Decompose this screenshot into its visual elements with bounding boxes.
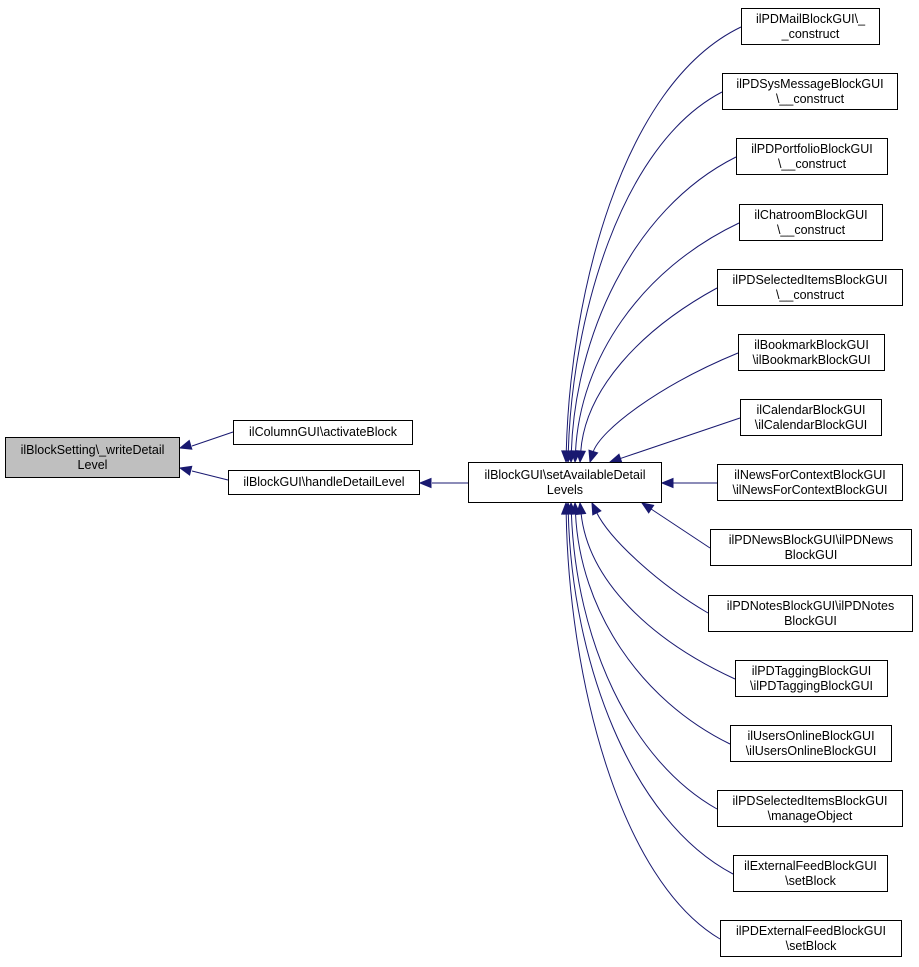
node-label-line1: ilPDMailBlockGUI\_	[755, 11, 866, 26]
edge-caller-9-to-set-available-arrowhead	[591, 501, 602, 516]
edge-caller-5-to-set-available-arrowhead	[588, 449, 599, 464]
edge-caller-13-to-set-available	[567, 512, 734, 875]
node-handle-detail-level[interactable]: ilBlockGUI\handleDetailLevel	[228, 470, 420, 495]
node-calendar-block-gui[interactable]: ilCalendarBlockGUI \ilCalendarBlockGUI	[740, 399, 882, 436]
edge-caller-4-to-set-available	[580, 287, 718, 453]
node-label-line1: ilPDNotesBlockGUI\ilPDNotes	[726, 598, 895, 613]
node-label-line1: ilBlockSetting\_writeDetail	[20, 442, 165, 457]
node-label-line2: BlockGUI	[784, 613, 837, 628]
edge-caller-5-to-set-available	[592, 352, 739, 453]
node-label-line1: ilUsersOnlineBlockGUI	[747, 728, 875, 743]
edge-set-available-to-handle-detail-arrowhead	[418, 477, 432, 489]
node-label-line1: ilPDSysMessageBlockGUI	[736, 76, 884, 91]
node-news-for-context-block-gui[interactable]: ilNewsForContextBlockGUI \ilNewsForConte…	[717, 464, 903, 501]
focus-node-write-detail-level: ilBlockSetting\_writeDetail Level	[5, 437, 180, 478]
edge-caller-3-to-set-available	[574, 222, 740, 453]
edge-caller-9-to-set-available	[595, 511, 709, 614]
node-label-line2: \ilBookmarkBlockGUI	[752, 352, 871, 367]
edge-caller-14-to-set-available	[565, 512, 721, 940]
edge-caller-14-to-set-available-arrowhead	[560, 501, 572, 515]
edge-caller-8-to-set-available-arrowhead	[640, 502, 655, 514]
node-bookmark-block-gui[interactable]: ilBookmarkBlockGUI \ilBookmarkBlockGUI	[738, 334, 885, 371]
node-set-available-detail-levels[interactable]: ilBlockGUI\setAvailableDetail Levels	[468, 462, 662, 503]
node-label-line2: \setBlock	[785, 938, 837, 953]
node-label-line2: \__construct	[777, 156, 847, 171]
node-label-line1: ilPDSelectedItemsBlockGUI	[732, 793, 888, 808]
node-label-line1: ilPDTaggingBlockGUI	[751, 663, 872, 678]
edge-caller-8-to-set-available	[650, 508, 711, 549]
edge-caller-12-to-set-available	[570, 512, 718, 810]
node-label-line2: \ilPDTaggingBlockGUI	[750, 678, 873, 693]
node-pdportfolio-construct[interactable]: ilPDPortfolioBlockGUI \__construct	[736, 138, 888, 175]
node-pdnotes-block-gui[interactable]: ilPDNotesBlockGUI\ilPDNotes BlockGUI	[708, 595, 913, 632]
node-pdmail-construct[interactable]: ilPDMailBlockGUI\_ _construct	[741, 8, 880, 45]
node-label-line2: _construct	[781, 26, 840, 41]
node-external-feed-set-block[interactable]: ilExternalFeedBlockGUI \setBlock	[733, 855, 888, 892]
node-label-line1: ilColumnGUI\activateBlock	[249, 425, 397, 439]
node-label-line2: \__construct	[776, 222, 846, 237]
node-pdnews-block-gui[interactable]: ilPDNewsBlockGUI\ilPDNews BlockGUI	[710, 529, 912, 566]
edge-caller-2-to-set-available	[570, 156, 737, 453]
node-label-line1: ilChatroomBlockGUI	[754, 207, 868, 222]
node-chatroom-construct[interactable]: ilChatroomBlockGUI \__construct	[739, 204, 883, 241]
edge-caller-1-to-set-available	[567, 91, 723, 453]
node-label-line1: ilCalendarBlockGUI	[756, 402, 866, 417]
node-label-line2: \manageObject	[767, 808, 853, 823]
node-label-line2: \ilCalendarBlockGUI	[754, 417, 868, 432]
node-label-line2: BlockGUI	[784, 547, 838, 562]
node-pdtagging-block-gui[interactable]: ilPDTaggingBlockGUI \ilPDTaggingBlockGUI	[735, 660, 888, 697]
edge-caller-0-to-set-available	[565, 26, 742, 453]
node-label-line2: \setBlock	[785, 873, 836, 888]
node-pdsysmessage-construct[interactable]: ilPDSysMessageBlockGUI \__construct	[722, 73, 898, 110]
node-label-line1: ilPDSelectedItemsBlockGUI	[732, 272, 888, 287]
node-activate-block[interactable]: ilColumnGUI\activateBlock	[233, 420, 413, 445]
node-label-line1: ilPDNewsBlockGUI\ilPDNews	[728, 532, 894, 547]
node-label-line2: \ilNewsForContextBlockGUI	[732, 482, 888, 497]
edge-caller-4-to-set-available-arrowhead	[575, 450, 587, 464]
node-label-line2: \ilUsersOnlineBlockGUI	[745, 743, 877, 758]
node-pdexternal-feed-set-block[interactable]: ilPDExternalFeedBlockGUI \setBlock	[720, 920, 902, 957]
node-label-line2: Levels	[546, 482, 584, 497]
edge-caller-7-to-set-available-arrowhead	[660, 477, 674, 489]
node-label-line1: ilBookmarkBlockGUI	[754, 337, 869, 352]
node-label-line1: ilPDPortfolioBlockGUI	[751, 141, 873, 156]
edge-handle-detail-to-focus-arrowhead	[178, 465, 193, 476]
node-label-line1: ilBlockGUI\handleDetailLevel	[243, 475, 405, 489]
edge-activate-block-to-focus-arrowhead	[178, 439, 193, 450]
edge-activate-block-to-focus	[191, 431, 234, 447]
node-label-line1: ilPDExternalFeedBlockGUI	[735, 923, 887, 938]
node-label-line2: \__construct	[775, 287, 845, 302]
node-label-line1: ilNewsForContextBlockGUI	[734, 467, 886, 482]
node-label-line1: ilBlockGUI\setAvailableDetail	[484, 467, 646, 482]
node-pdselecteditems-manage-object[interactable]: ilPDSelectedItemsBlockGUI \manageObject	[717, 790, 903, 827]
edge-handle-detail-to-focus	[191, 470, 229, 481]
node-users-online-block-gui[interactable]: ilUsersOnlineBlockGUI \ilUsersOnlineBloc…	[730, 725, 892, 762]
edge-caller-6-to-set-available	[619, 417, 741, 460]
edge-caller-10-to-set-available	[580, 512, 736, 680]
node-label-line2: Level	[77, 457, 108, 472]
node-pdselecteditems-construct[interactable]: ilPDSelectedItemsBlockGUI \__construct	[717, 269, 903, 306]
edge-caller-11-to-set-available	[574, 512, 731, 745]
node-label-line2: \__construct	[775, 91, 845, 106]
node-label-line1: ilExternalFeedBlockGUI	[744, 858, 877, 873]
